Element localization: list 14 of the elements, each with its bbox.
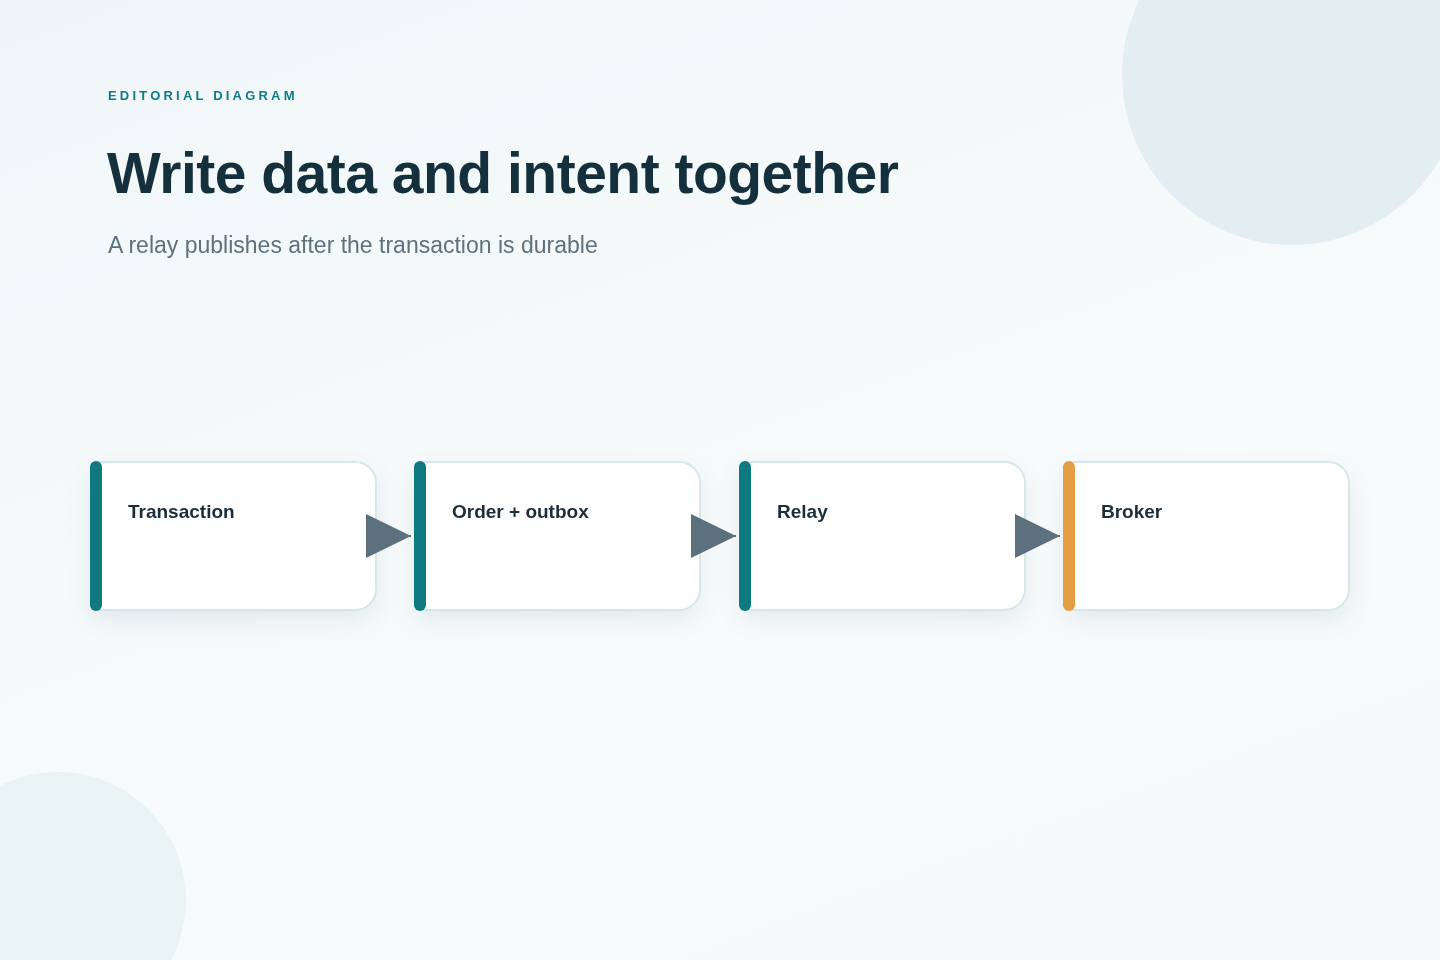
title: Write data and intent together bbox=[107, 140, 899, 206]
node-label: Broker bbox=[1101, 501, 1163, 523]
process-box bbox=[90, 461, 377, 611]
process-box bbox=[739, 461, 1026, 611]
node-label: Relay bbox=[777, 501, 828, 523]
subtitle: A relay publishes after the transaction is durable bbox=[108, 232, 598, 259]
arrow bbox=[1015, 514, 1061, 558]
arrow bbox=[366, 514, 412, 558]
arrow bbox=[691, 514, 737, 558]
process-box bbox=[414, 461, 701, 611]
node-label: Order + outbox bbox=[452, 501, 589, 523]
kicker-text: EDITORIAL DIAGRAM bbox=[108, 88, 298, 103]
process-box bbox=[1063, 461, 1350, 611]
node-label: Transaction bbox=[128, 501, 235, 523]
